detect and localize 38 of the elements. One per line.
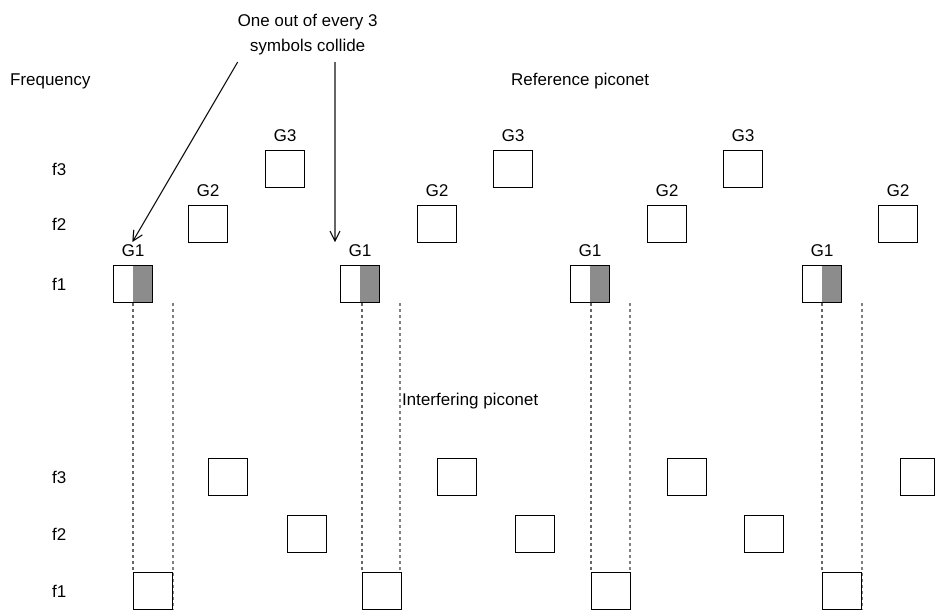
dashed-line [821,303,823,572]
slot-box [362,572,402,610]
frequency-label: f1 [52,275,66,295]
frequency-label: f3 [52,160,66,180]
slot-label: G1 [348,241,372,261]
slot-box [133,572,173,610]
arrow [329,62,341,242]
section-title: Interfering piconet [402,390,538,410]
slot-box [900,458,935,496]
slot-label: G1 [810,241,834,261]
dashed-line [361,303,363,572]
slot-box [208,458,248,496]
slot-box [515,515,555,553]
arrow [132,62,238,242]
slot-label: G3 [500,126,526,146]
slot-box [822,572,862,610]
slot-label: G2 [196,181,220,201]
slot-label: G3 [272,126,298,146]
slot-label: G1 [120,241,146,261]
section-title: Reference piconet [511,70,649,90]
dashed-line [132,303,134,572]
slot-box [744,515,784,553]
slot-box [667,458,707,496]
slot-box [437,458,477,496]
frequency-label: f2 [52,215,66,235]
frequency-label: f2 [52,525,66,545]
slot-label: G3 [730,126,756,146]
slot-box [287,515,327,553]
slot-label: G2 [886,181,910,201]
slot-box [591,572,631,610]
slot-label: G2 [654,181,680,201]
dashed-line [590,303,592,572]
frequency-label: f1 [52,582,66,602]
slot-label: G2 [424,181,450,201]
annotation-text: One out of every 3 symbols collide [215,8,400,58]
frequency-label: f3 [52,468,66,488]
slot-label: G1 [578,241,602,261]
axis-title: Frequency [10,70,90,90]
